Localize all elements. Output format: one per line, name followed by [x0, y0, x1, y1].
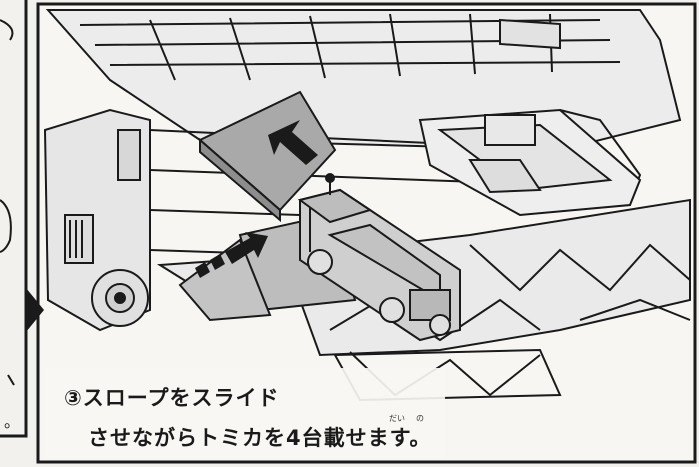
instruction-body-line: させながらトミカを4台載せます。 — [88, 426, 432, 450]
furigana-no: の — [416, 414, 424, 423]
carrier-tray — [418, 108, 642, 217]
next-step-triangle-icon — [26, 288, 44, 332]
slide-arrow-icon — [195, 232, 268, 278]
tomica-truck — [297, 173, 461, 342]
push-arrow-icon — [268, 120, 318, 165]
carrier-cab — [43, 108, 151, 332]
instruction-step-line: ③スロープをスライド — [64, 386, 280, 410]
previous-panel — [0, 0, 28, 438]
previous-panel-text: 。 — [4, 412, 21, 431]
furigana-dai: だい — [389, 414, 405, 423]
